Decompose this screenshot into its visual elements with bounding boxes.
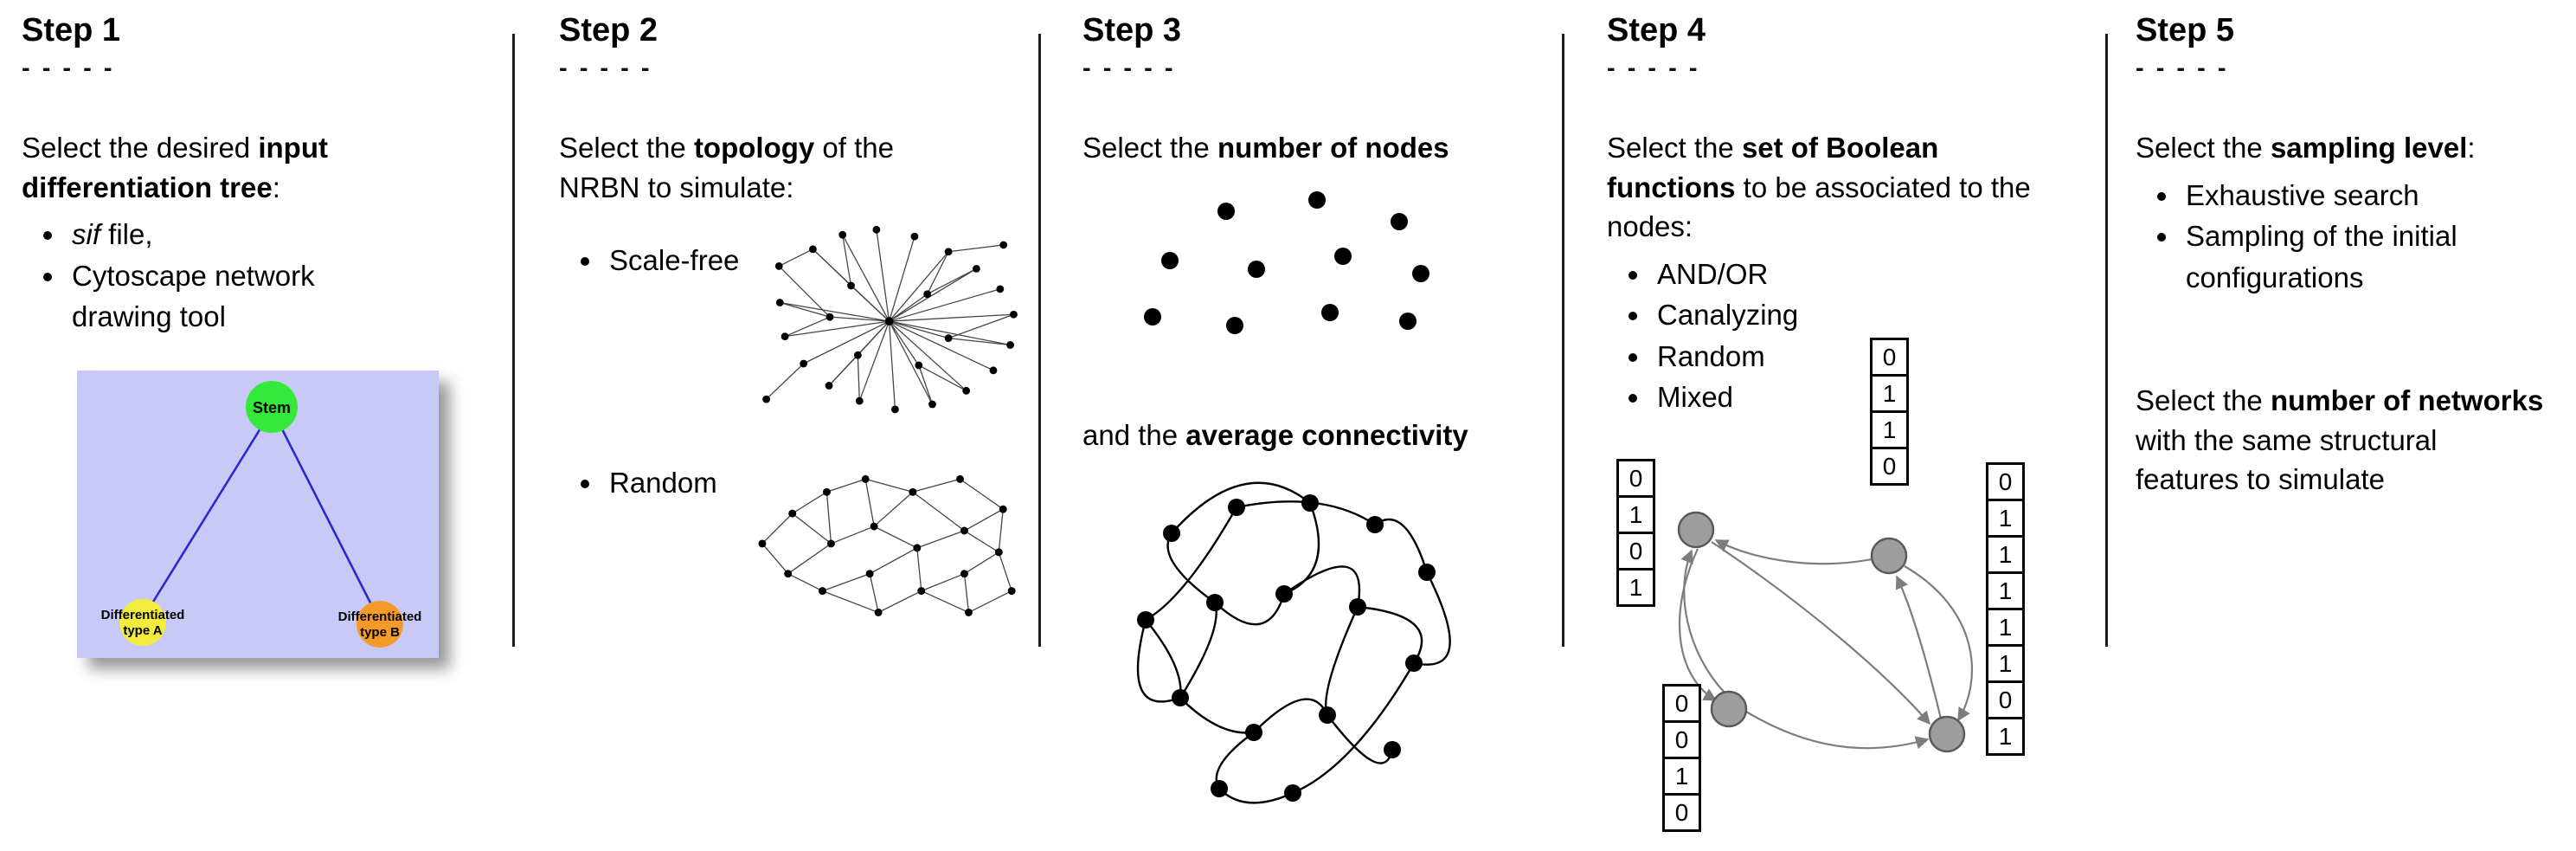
step-5-dashes: - - - - - (2136, 55, 2229, 82)
truth-table-cell: 0 (1662, 793, 1701, 832)
step-5-intro: Select the sampling level: (2136, 132, 2476, 164)
bullet-random: Random (1652, 336, 1868, 377)
differentiation-tree-figure: Stem Differentiated type A Differentiate… (77, 370, 439, 658)
boolean-network-graph (1677, 511, 1973, 753)
differentiated-type-b-node (357, 600, 403, 648)
nodes-scatter-figure (1144, 190, 1429, 334)
step-1-dashes: - - - - - (22, 55, 115, 82)
step-4-dashes: - - - - - (1607, 55, 1700, 82)
connectivity-network-figure (1136, 481, 1451, 804)
boolean-network-figure: 0 1 1 0 0 1 0 1 0 0 1 0 0 1 1 1 (1614, 331, 2051, 851)
scale-free-row: Scale-free (559, 217, 1033, 429)
column-divider-3 (1562, 34, 1564, 647)
random-row: Random (559, 440, 1033, 626)
step-3-column: Step 3 - - - - - Select the number of no… (1082, 12, 1550, 815)
bullet-exhaustive-search: Exhaustive search (2181, 175, 2553, 216)
truth-table-left: 0 1 0 1 (1616, 459, 1655, 607)
bullet-sif-file: sif file, (67, 214, 413, 255)
step-5-bullet-list: Exhaustive search Sampling of the initia… (2155, 175, 2553, 299)
step-3-title: Step 3 (1082, 12, 1182, 48)
truth-table-cell: 0 (1616, 532, 1655, 571)
truth-table-cell: 0 (1986, 680, 2025, 719)
random-edges (761, 478, 1012, 614)
step-2-intro: Select the topology of the NRBN to simul… (559, 132, 894, 203)
differentiated-type-a-node (119, 598, 166, 646)
tree-edges (145, 416, 378, 616)
step-3-dashes: - - - - - (1082, 55, 1176, 82)
type-b-label-line2: type B (360, 625, 400, 640)
scale-free-network-figure (762, 225, 1018, 414)
spacer (2136, 298, 2573, 336)
truth-table-cell: 1 (1870, 374, 1909, 413)
truth-table-cell: 0 (1870, 338, 1909, 377)
scale-free-edges (766, 229, 1014, 409)
step-4-bullet-list: AND/OR Canalyzing Random Mixed (1626, 254, 1868, 418)
column-divider-1 (512, 34, 515, 647)
step-1-column: Step 1 - - - - - Select the desired inpu… (22, 12, 493, 658)
bullet-canalyzing: Canalyzing (1652, 294, 1868, 336)
random-bullet: Random (578, 462, 749, 504)
step-1-bullet-list: sif file, Cytoscape network drawing tool (41, 214, 413, 338)
truth-table-cell: 0 (1662, 684, 1701, 723)
boolean-network-arrows (1678, 539, 1973, 750)
random-network-figure (758, 474, 1016, 616)
step-2-column: Step 2 - - - - - Select the topology of … (559, 12, 1033, 626)
truth-table-cell: 1 (1616, 495, 1655, 534)
step-2-title: Step 2 (559, 12, 658, 48)
step-4-title: Step 4 (1607, 12, 1706, 48)
step-3-line2: and the average connectivity (1082, 418, 1468, 451)
step-4-column: Step 4 - - - - - Select the set of Boole… (1607, 12, 2057, 851)
truth-table-cell: 0 (1986, 462, 2025, 501)
truth-table-cell: 1 (1986, 608, 2025, 647)
bullet-cytoscape: Cytoscape network drawing tool (67, 255, 413, 338)
step-5-paragraph-2: Select the number of networks with the s… (2136, 384, 2544, 496)
truth-table-right: 0 1 1 1 1 1 0 1 (1986, 462, 2025, 756)
bullet-sampling-initial-configurations: Sampling of the initial configurations (2181, 216, 2553, 298)
step-1-title: Step 1 (22, 12, 121, 48)
step-5-title: Step 5 (2136, 12, 2235, 48)
tangle-edges (1136, 481, 1451, 804)
step-1-intro: Select the desired input differentiation… (22, 132, 328, 203)
scale-free-bullet: Scale-free (578, 240, 749, 281)
type-b-label-line1: Differentiated (338, 609, 422, 624)
truth-table-cell: 1 (1616, 568, 1655, 607)
truth-table-top: 0 1 1 0 (1870, 338, 1909, 486)
truth-table-cell: 1 (1986, 535, 2025, 574)
truth-table-cell: 0 (1870, 447, 1909, 486)
bullet-and-or: AND/OR (1652, 254, 1868, 295)
truth-table-cell: 1 (1870, 410, 1909, 449)
step-4-intro: Select the set of Boolean functions to b… (1607, 132, 2031, 243)
type-a-label-line1: Differentiated (101, 608, 185, 622)
stem-node-label: Stem (253, 399, 291, 416)
truth-table-bottom-left: 0 0 1 0 (1662, 684, 1701, 832)
step-2-dashes: - - - - - (559, 55, 652, 82)
scale-free-nodes (762, 225, 1018, 414)
truth-table-cell: 1 (1986, 717, 2025, 756)
bullet-mixed: Mixed (1652, 377, 1868, 418)
type-a-label-line2: type A (123, 623, 162, 638)
random-nodes (758, 474, 1016, 616)
column-divider-4 (2105, 34, 2108, 647)
truth-table-cell: 0 (1616, 459, 1655, 498)
boolean-network-nodes (1677, 511, 1966, 753)
truth-table-cell: 1 (1986, 644, 2025, 683)
column-divider-2 (1038, 34, 1041, 647)
stem-node (246, 380, 298, 433)
truth-table-cell: 1 (1662, 757, 1701, 796)
step-5-column: Step 5 - - - - - Select the sampling lev… (2136, 12, 2573, 500)
step-3-line1: Select the number of nodes (1082, 132, 1449, 164)
truth-table-cell: 1 (1986, 499, 2025, 538)
scatter-dots (1144, 190, 1429, 334)
tangle-nodes (1137, 494, 1436, 803)
truth-table-cell: 0 (1662, 720, 1701, 759)
truth-table-cell: 1 (1986, 571, 2025, 610)
